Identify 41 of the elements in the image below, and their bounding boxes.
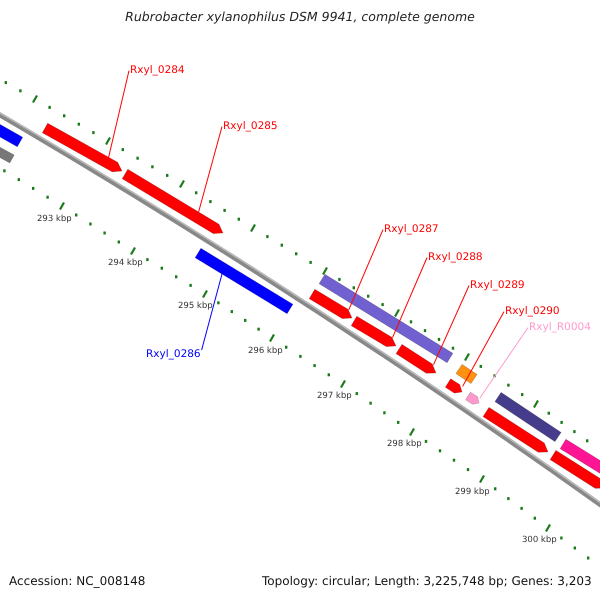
leader-line [348, 229, 384, 310]
gene-block [308, 288, 352, 319]
scale-label: 294 kbp [108, 259, 143, 269]
leader-line [432, 285, 470, 366]
scale-label: 298 kbp [387, 440, 422, 450]
gene-block [444, 378, 462, 394]
footer-text: Accession: NC_008148 [9, 575, 146, 589]
gene-label: Rxyl_0284 [130, 64, 185, 76]
leader-line [201, 274, 222, 350]
gene-label: Rxyl_0286 [146, 348, 201, 360]
feature-bar [455, 364, 478, 384]
scale-label: 297 kbp [317, 392, 352, 402]
leader-line [462, 311, 504, 387]
gene-block [122, 168, 224, 234]
scale-label: 299 kbp [455, 488, 490, 498]
feature-bar [318, 274, 454, 364]
gene-block [465, 392, 480, 405]
gene-block [350, 316, 396, 347]
gene-label: Rxyl_0287 [384, 223, 439, 236]
gene-label: Rxyl_0285 [223, 120, 278, 132]
gene-block [396, 344, 436, 374]
scale-label: 300 kbp [522, 536, 557, 546]
gene-label: Rxyl_0289 [470, 279, 525, 292]
footer-text: Topology: circular; Length: 3,225,748 bp; Genes: 3,203 [262, 575, 592, 589]
leader-line [108, 70, 130, 158]
gene-block [550, 450, 600, 489]
feature-bar [560, 438, 600, 476]
leader-line [392, 257, 428, 338]
feature-bar [494, 392, 562, 442]
title: Rubrobacter xylanophilus DSM 9941, complete genome [124, 10, 476, 24]
gene-block [482, 406, 548, 453]
leader-line [479, 327, 528, 399]
scale-label: 293 kbp [37, 215, 72, 225]
gene-label: Rxyl_R0004 [529, 321, 591, 334]
scale-label: 295 kbp [178, 302, 213, 312]
leader-line [198, 126, 222, 212]
scale-label: 296 kbp [248, 347, 283, 357]
gene-label: Rxyl_0288 [428, 251, 483, 264]
gene-label: Rxyl_0290 [505, 305, 560, 318]
feature-bar [194, 248, 294, 314]
gene-block [42, 122, 122, 172]
